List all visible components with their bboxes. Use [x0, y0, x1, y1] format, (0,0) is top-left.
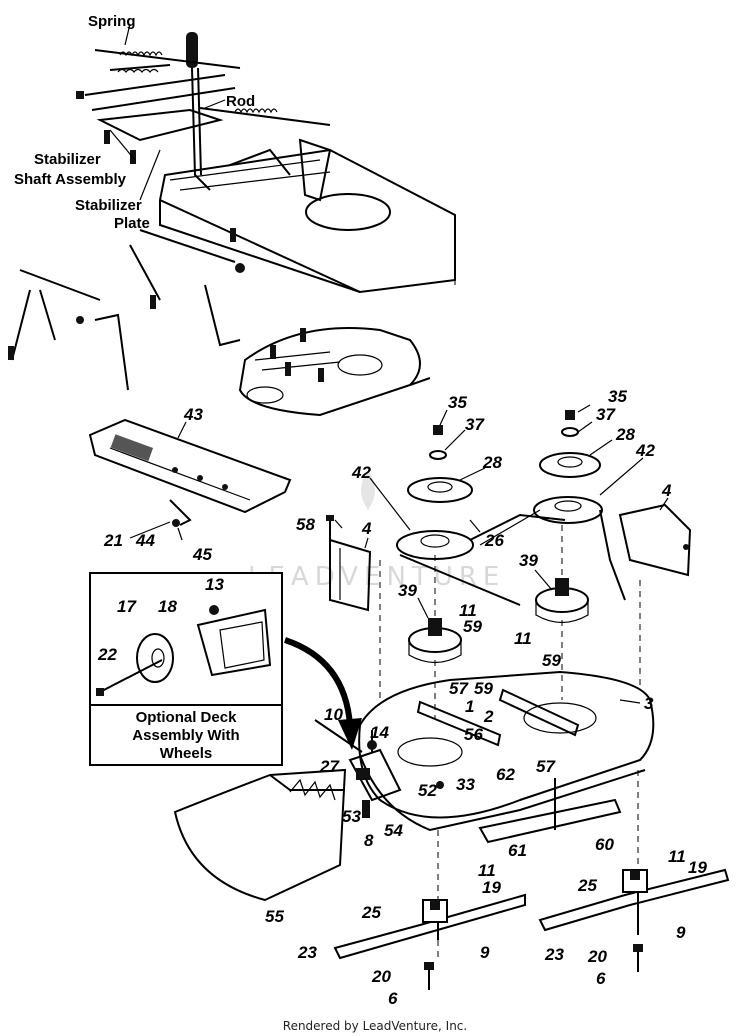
part-21: 21 [103, 531, 123, 550]
part-42-center: 42 [351, 463, 371, 482]
tractor-frame [158, 148, 456, 294]
part-2: 2 [483, 707, 494, 726]
part-58: 58 [296, 515, 315, 534]
part-28-center: 28 [482, 453, 502, 472]
part-35-center: 35 [448, 393, 467, 412]
part-42-right: 42 [635, 441, 655, 460]
part-8: 8 [364, 831, 374, 850]
inset-title-line1: Optional Deck [136, 709, 238, 726]
footer-credit: Rendered by LeadVenture, Inc. [283, 1019, 467, 1033]
spring-part [94, 49, 241, 69]
part-59-mid: 59 [542, 651, 561, 670]
part-57-upper: 57 [449, 679, 469, 698]
belt-guide-right [618, 503, 692, 577]
part-60: 60 [595, 835, 614, 854]
pulley-right [533, 410, 603, 524]
part-35-right: 35 [608, 387, 627, 406]
belt [399, 509, 626, 606]
part-45: 45 [192, 545, 212, 564]
part-59-upper: 59 [463, 617, 482, 636]
part-11-mid: 11 [514, 629, 532, 648]
part-27: 27 [319, 757, 340, 776]
part-6-left-blade: 6 [388, 989, 398, 1008]
part-37-right: 37 [596, 405, 616, 424]
pulley-center [396, 425, 474, 560]
part-11-right-blade: 11 [668, 847, 686, 866]
part-19-right-blade: 19 [688, 858, 707, 877]
leader-lines [109, 23, 669, 704]
part-59-lower: 59 [474, 679, 493, 698]
label-rod: Rod [226, 93, 255, 110]
label-stabilizer-shaft-line2: Shaft Assembly [14, 171, 127, 188]
belt-guide-left [329, 538, 372, 612]
spindle-right [535, 578, 589, 624]
inset-box [89, 572, 283, 766]
discharge-chute [173, 768, 347, 902]
part-52: 52 [418, 781, 437, 800]
inset-title-line3: Wheels [160, 745, 213, 762]
watermark-text: LEADVENTURE [248, 562, 505, 592]
part-4-left: 4 [361, 519, 372, 538]
blade-right [538, 770, 730, 972]
part-37-center: 37 [465, 415, 485, 434]
part-33: 33 [456, 775, 475, 794]
part-23-left-blade: 23 [297, 943, 317, 962]
part-39-center: 39 [398, 581, 417, 600]
inset-wheel [96, 605, 272, 696]
part-9-left-blade: 9 [480, 943, 490, 962]
part-56: 56 [464, 725, 483, 744]
part-19-left-blade: 19 [482, 878, 501, 897]
inset-part-18: 18 [158, 597, 177, 616]
part-53: 53 [342, 807, 361, 826]
part-9-right-blade: 9 [676, 923, 686, 942]
stabilizer-shaft-assembly [76, 64, 236, 164]
part-3: 3 [644, 694, 654, 713]
label-stabilizer-plate-line1: Stabilizer [75, 197, 142, 214]
bolt-58 [326, 515, 334, 575]
part-20-left-blade: 20 [371, 967, 391, 986]
part-54: 54 [384, 821, 403, 840]
lift-links [8, 228, 245, 391]
part-44: 44 [135, 531, 155, 550]
part-25-right-blade: 25 [577, 876, 597, 895]
label-stabilizer-plate-line2: Plate [114, 215, 150, 232]
part-62: 62 [496, 765, 515, 784]
part-4-right: 4 [661, 481, 672, 500]
part-11-upper: 11 [459, 601, 477, 620]
label-stabilizer-shaft-line1: Stabilizer [34, 151, 101, 168]
lift-lever [186, 32, 211, 191]
part-57-lower: 57 [536, 757, 556, 776]
inset-title-line2: Assembly With [132, 727, 239, 744]
inset-part-13: 13 [205, 575, 224, 594]
part-10: 10 [324, 705, 343, 724]
part-39-right: 39 [519, 551, 538, 570]
part-26: 26 [484, 531, 504, 550]
rod-part [199, 107, 332, 202]
inset-arrow [284, 637, 362, 750]
part-23-right-blade: 23 [544, 945, 564, 964]
deck-bracket-front [314, 719, 402, 818]
inset-part-22: 22 [97, 645, 117, 664]
part-25-left-blade: 25 [361, 903, 381, 922]
part-14: 14 [370, 723, 389, 742]
skid-plate [88, 418, 292, 527]
part-28-right: 28 [615, 425, 635, 444]
part-43: 43 [183, 405, 203, 424]
inset-part-17: 17 [117, 597, 137, 616]
spindle-left [408, 618, 462, 664]
part-11-left-blade: 11 [478, 861, 496, 880]
label-spring: Spring [88, 13, 136, 30]
blade-left [333, 830, 526, 990]
part-6-right-blade: 6 [596, 969, 606, 988]
deck-top-view [238, 327, 431, 417]
stiffener-60 [478, 778, 622, 844]
part-55: 55 [265, 907, 284, 926]
part-61: 61 [508, 841, 527, 860]
part-1: 1 [465, 697, 474, 716]
part-20-right-blade: 20 [587, 947, 607, 966]
